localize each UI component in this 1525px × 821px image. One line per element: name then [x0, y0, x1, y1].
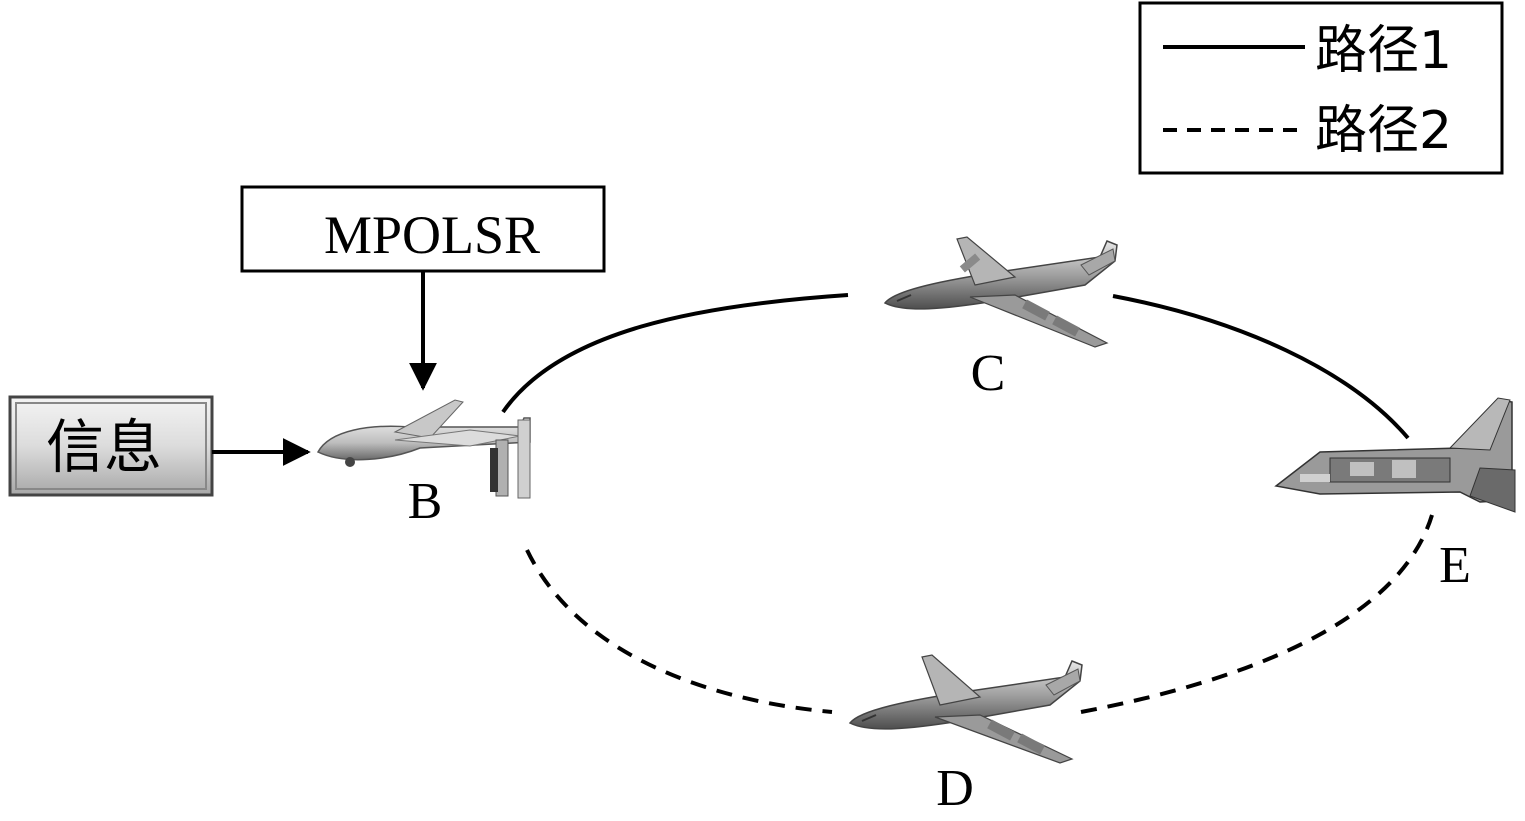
node-e-label: E [1439, 537, 1471, 594]
node-d-label: D [936, 760, 974, 817]
node-d: D [848, 654, 1083, 817]
legend-item-path-1: 路径1 [1315, 21, 1452, 81]
node-e: E [1274, 397, 1516, 594]
info-box: 信息 [8, 395, 214, 497]
legend: 路径1 路径2 [1138, 1, 1504, 175]
path-2-d-to-e [1080, 514, 1434, 714]
info-box-frame [8, 395, 214, 497]
path-1-b-to-c [501, 293, 849, 414]
protocol-box-label: MPOLSR [324, 205, 540, 265]
node-c-label: C [971, 345, 1006, 402]
node-c: C [883, 236, 1118, 402]
protocol-box: MPOLSR [240, 185, 606, 273]
node-b-label: B [408, 473, 443, 530]
protocol-box-frame [240, 185, 606, 273]
fighter-jet-icon [1274, 397, 1516, 513]
info-box-label: 信息 [46, 413, 162, 481]
path-2-b-to-d [525, 549, 833, 714]
airliner-icon [848, 654, 1083, 764]
legend-frame [1138, 1, 1504, 175]
path-1-c-to-e [1112, 294, 1410, 440]
uav-drone-icon [316, 399, 531, 499]
node-b: B [316, 399, 531, 530]
legend-item-path-2: 路径2 [1315, 101, 1452, 161]
airliner-icon [883, 236, 1118, 348]
